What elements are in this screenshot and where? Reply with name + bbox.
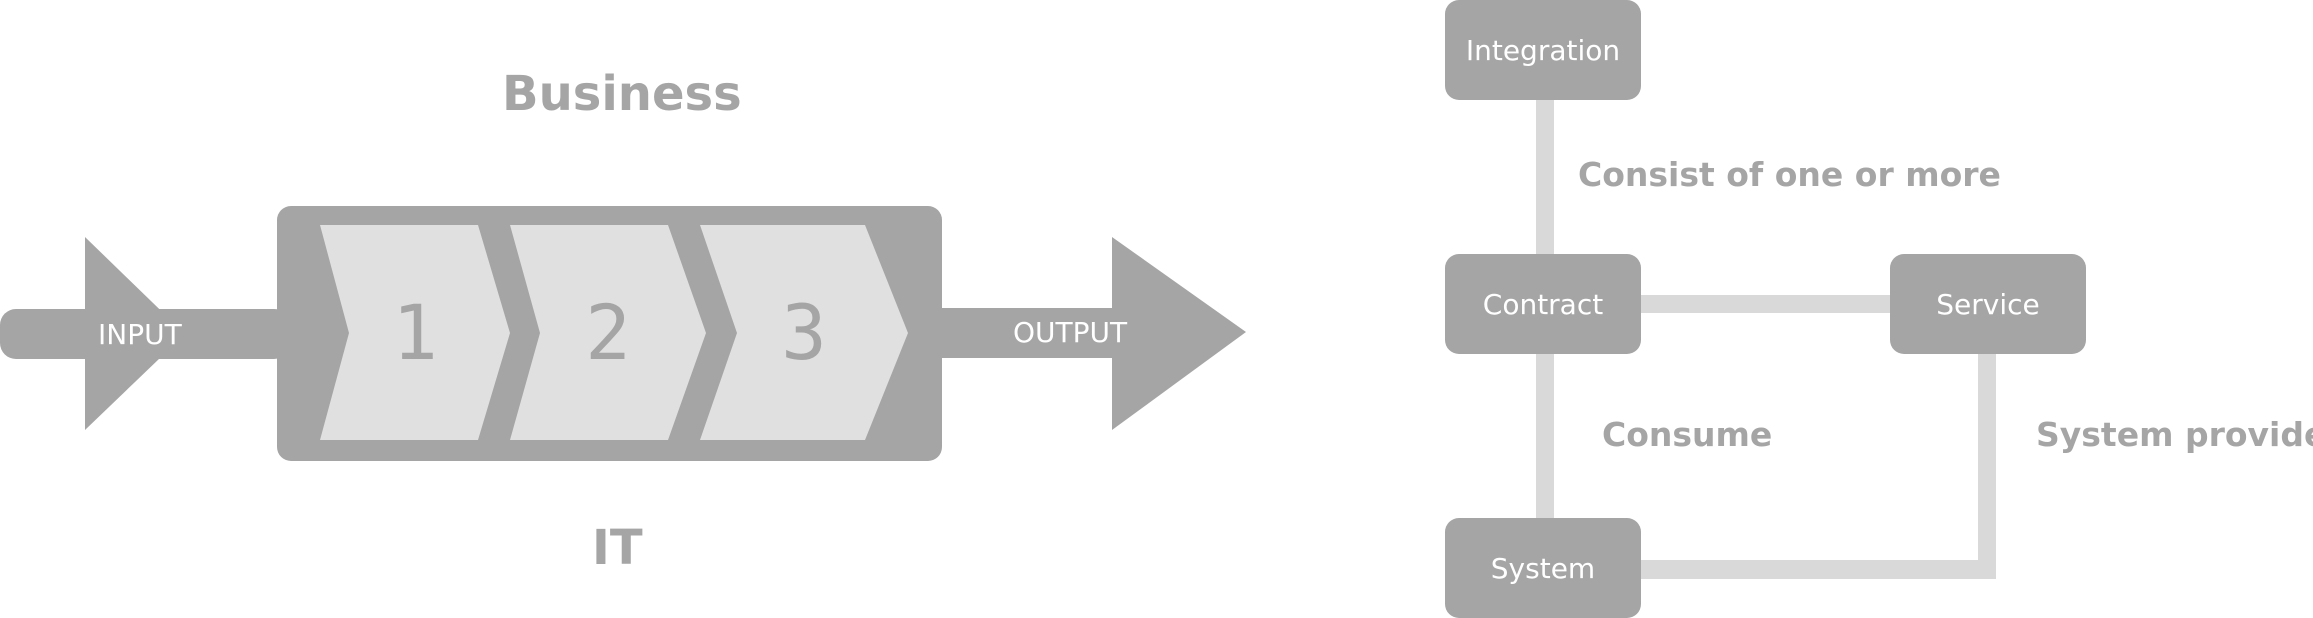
step-chevron-1 — [320, 225, 510, 440]
connector-contract-system — [1536, 350, 1554, 520]
connector-contract-service — [1636, 295, 1894, 313]
business-label: Business — [502, 66, 742, 122]
edge-label-consume: Consume — [1602, 415, 1773, 454]
connector-system-service — [1636, 560, 1996, 579]
step-number-2: 2 — [585, 288, 631, 377]
node-contract: Contract — [1445, 254, 1641, 354]
connector-integration-contract — [1536, 96, 1554, 256]
output-label: OUTPUT — [1013, 316, 1128, 349]
output-arrow-shaft — [930, 308, 1130, 358]
input-arrowhead — [85, 237, 185, 430]
step-number-3: 3 — [781, 288, 827, 377]
input-label: INPUT — [98, 318, 182, 351]
step-chevron-2 — [510, 225, 706, 440]
connector-service-down — [1978, 350, 1996, 579]
output-arrowhead — [1112, 237, 1246, 430]
step-chevron-3 — [700, 225, 908, 440]
node-service: Service — [1890, 254, 2086, 354]
node-system: System — [1445, 518, 1641, 618]
edge-label-provides: System provides — [2036, 415, 2313, 454]
node-integration: Integration — [1445, 0, 1641, 100]
it-label: IT — [592, 520, 643, 576]
step-number-1: 1 — [392, 288, 438, 377]
edge-label-consist: Consist of one or more — [1578, 155, 2001, 194]
